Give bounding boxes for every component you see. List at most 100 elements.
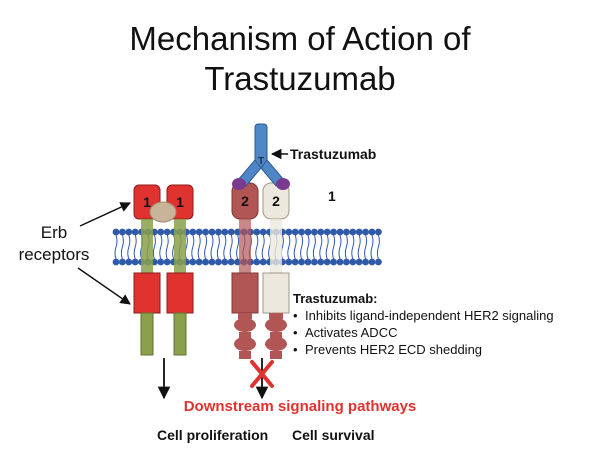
lipid-tail bbox=[255, 234, 259, 260]
lipid-head bbox=[259, 258, 267, 266]
lipid-head bbox=[323, 228, 331, 236]
lipid-head bbox=[208, 258, 216, 266]
lipid-head bbox=[112, 228, 120, 236]
action-item: Inhibits ligand-independent HER2 signali… bbox=[293, 307, 554, 324]
lipid-head bbox=[330, 258, 337, 266]
lipid-tail bbox=[306, 234, 310, 260]
antibody-letter: T bbox=[258, 156, 264, 167]
erb-receptor-her1-right bbox=[166, 184, 194, 356]
action-item: Prevents HER2 ECD shedding bbox=[293, 341, 554, 358]
trastuzumab-label: Trastuzumab bbox=[290, 146, 377, 162]
lipid-tail bbox=[210, 234, 214, 260]
lipid-tail bbox=[191, 234, 195, 260]
lipid-tail bbox=[376, 234, 380, 260]
lipid-head bbox=[125, 228, 133, 236]
lipid-head bbox=[195, 228, 203, 236]
lipid-tail bbox=[127, 234, 131, 260]
lipid-head bbox=[253, 228, 261, 236]
lipid-tail bbox=[325, 234, 329, 260]
page-title-line-1: Mechanism of Action of bbox=[129, 20, 471, 57]
her2-receptor-light bbox=[262, 182, 290, 359]
erb-label-line-1: Erb bbox=[40, 223, 68, 242]
lipid-tail bbox=[357, 234, 361, 260]
lipid-head bbox=[285, 258, 293, 266]
lipid-head bbox=[221, 258, 229, 266]
lipid-head bbox=[227, 228, 235, 236]
lipid-head bbox=[304, 258, 312, 266]
lipid-head bbox=[208, 228, 216, 236]
lipid-tail bbox=[152, 234, 156, 260]
erb-receptors-label: Erb receptors bbox=[8, 222, 100, 266]
lipid-tail bbox=[197, 234, 201, 260]
lipid-head bbox=[119, 258, 126, 266]
lipid-tail bbox=[300, 234, 304, 260]
lipid-head bbox=[259, 228, 267, 236]
lipid-head bbox=[291, 258, 299, 266]
lipid-head bbox=[163, 258, 171, 266]
cell-survival-label: Cell survival bbox=[292, 427, 375, 443]
receptor-number-1-left: 1 bbox=[143, 194, 151, 210]
free-receptor-number-1: 1 bbox=[328, 188, 336, 204]
lipid-head bbox=[195, 258, 203, 266]
actions-heading: Trastuzumab: bbox=[293, 291, 378, 306]
lipid-tail bbox=[344, 234, 348, 260]
lipid-head bbox=[298, 258, 305, 266]
lipid-head bbox=[131, 228, 139, 236]
lipid-head bbox=[227, 258, 235, 266]
lipid-tail bbox=[261, 234, 265, 260]
lipid-tail bbox=[236, 234, 240, 260]
receptor-number-1-right: 1 bbox=[176, 194, 184, 210]
lipid-head bbox=[355, 228, 363, 236]
lipid-head bbox=[119, 228, 126, 236]
lipid-head bbox=[362, 258, 369, 266]
lipid-head bbox=[343, 228, 350, 236]
cell-membrane bbox=[112, 228, 382, 266]
lipid-tail bbox=[114, 234, 118, 260]
lipid-head bbox=[189, 228, 197, 236]
lipid-head bbox=[202, 258, 210, 266]
lipid-tail bbox=[370, 234, 374, 260]
lipid-head bbox=[131, 258, 139, 266]
lipid-tail bbox=[338, 234, 342, 260]
lipid-tail bbox=[364, 234, 368, 260]
lipid-head bbox=[343, 258, 350, 266]
erb-arrow-lower bbox=[77, 267, 131, 305]
lipid-tail bbox=[133, 234, 137, 260]
lipid-head bbox=[215, 228, 222, 236]
lipid-head bbox=[349, 228, 357, 236]
lipid-head bbox=[298, 228, 305, 236]
lipid-head bbox=[112, 258, 120, 266]
lipid-head bbox=[362, 228, 369, 236]
ligand bbox=[149, 201, 177, 223]
lipid-head bbox=[163, 228, 171, 236]
lipid-head bbox=[285, 228, 293, 236]
trastuzumab-antibody: T bbox=[232, 123, 290, 190]
lipid-head bbox=[375, 228, 382, 236]
lipid-head bbox=[304, 228, 312, 236]
lipid-tail bbox=[332, 234, 336, 260]
lipid-tail bbox=[204, 234, 208, 260]
erb-label-line-2: receptors bbox=[18, 245, 90, 264]
lipid-head bbox=[375, 258, 382, 266]
lipid-tail bbox=[223, 234, 227, 260]
lipid-head bbox=[157, 228, 165, 236]
lipid-tail bbox=[229, 234, 233, 260]
cell-proliferation-label: Cell proliferation bbox=[157, 427, 269, 443]
lipid-tail bbox=[293, 234, 297, 260]
action-item: Activates ADCC bbox=[293, 324, 554, 341]
lipid-head bbox=[336, 258, 344, 266]
lipid-head bbox=[317, 258, 325, 266]
lipid-tail bbox=[165, 234, 169, 260]
lipid-head bbox=[311, 228, 318, 236]
lipid-tail bbox=[287, 234, 291, 260]
lipid-head bbox=[189, 258, 197, 266]
lipid-tail bbox=[159, 234, 163, 260]
lipid-head bbox=[349, 258, 357, 266]
lipid-head bbox=[317, 228, 325, 236]
lipid-head bbox=[368, 228, 376, 236]
lipid-head bbox=[215, 258, 222, 266]
lipid-head bbox=[253, 258, 261, 266]
lipid-head bbox=[202, 228, 210, 236]
lipid-tail bbox=[216, 234, 220, 260]
lipid-head bbox=[291, 228, 299, 236]
